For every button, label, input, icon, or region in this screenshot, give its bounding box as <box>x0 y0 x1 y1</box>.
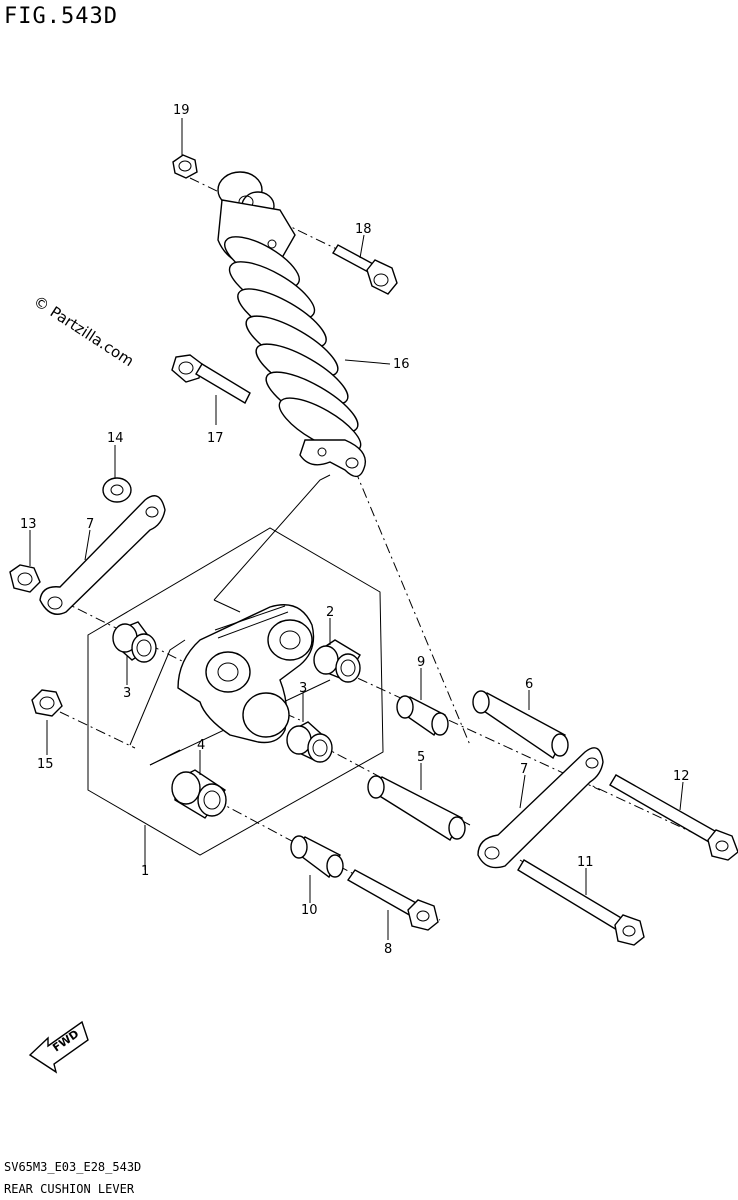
callout-5: 5 <box>417 750 425 765</box>
callout-labels: 19 18 16 17 14 13 7 2 3 9 6 15 4 3 5 7 1… <box>20 103 690 957</box>
lever-assembly-outline <box>87 527 384 856</box>
lever-inner-outline <box>213 474 331 601</box>
callout-6: 6 <box>525 677 533 692</box>
bolt-8 <box>346 869 439 931</box>
cushion-lever <box>177 604 315 744</box>
callout-17: 17 <box>207 431 224 446</box>
nut-19 <box>172 154 198 179</box>
bearing-3-left <box>112 621 157 663</box>
figure-title: FIG.543D <box>4 4 118 29</box>
bolt-12 <box>609 774 738 861</box>
collar-9 <box>396 695 449 737</box>
forward-arrow-icon: FWD <box>28 1020 89 1074</box>
callout-7-right: 7 <box>520 762 528 777</box>
diagram-name: REAR CUSHION LEVER <box>4 1182 135 1196</box>
bolt-18 <box>332 244 398 295</box>
link-plate-left <box>39 495 166 615</box>
callout-16: 16 <box>393 357 410 372</box>
link-plate-right <box>477 747 604 869</box>
rear-shock-absorber <box>217 171 367 478</box>
collar-6 <box>472 690 569 760</box>
bearing-4 <box>171 769 227 819</box>
callout-9: 9 <box>417 655 425 670</box>
callout-12: 12 <box>673 769 690 784</box>
bearing-2 <box>313 639 361 683</box>
callout-10: 10 <box>301 903 318 918</box>
callout-15: 15 <box>37 757 54 772</box>
diagram-code: SV65M3_E03_E28_543D <box>4 1160 142 1174</box>
callout-8: 8 <box>384 942 392 957</box>
callout-3-left: 3 <box>123 686 131 701</box>
callout-3-center: 3 <box>299 681 307 696</box>
callout-7-left: 7 <box>86 517 94 532</box>
callout-2: 2 <box>326 605 334 620</box>
callout-18: 18 <box>355 222 372 237</box>
callout-11: 11 <box>577 855 594 870</box>
bolt-17 <box>171 354 251 404</box>
callout-4: 4 <box>197 738 205 753</box>
collar-5 <box>367 775 466 841</box>
callout-13: 13 <box>20 517 37 532</box>
callout-1: 1 <box>141 864 149 879</box>
leader-lines <box>29 118 684 940</box>
callout-19: 19 <box>173 103 190 118</box>
nut-15 <box>31 689 63 717</box>
washer-14 <box>102 477 132 503</box>
collar-10 <box>290 835 344 879</box>
nut-13 <box>9 564 41 593</box>
bearing-3-center <box>286 721 333 763</box>
callout-14: 14 <box>107 431 124 446</box>
bolt-11 <box>517 859 645 946</box>
